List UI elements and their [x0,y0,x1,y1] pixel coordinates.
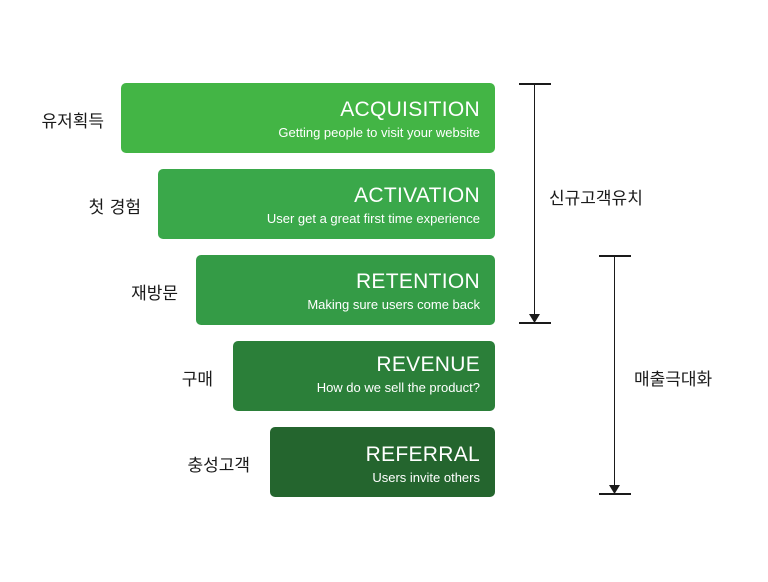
stage-subtitle: User get a great first time experience [266,211,480,226]
bracket-label-acquisition-retention: 신규고객유치 [549,189,643,209]
stage-title: REVENUE [376,353,480,376]
stage-title: REFERRAL [365,443,480,466]
arrow-down-icon [529,314,540,323]
stage-label-revenue: 구매 [181,370,213,390]
stage-subtitle: How do we sell the product? [316,380,480,395]
stage-bar-revenue: REVENUE How do we sell the product? [233,341,495,411]
stage-bar-activation: ACTIVATION User get a great first time e… [158,169,495,239]
stage-title: ACTIVATION [354,184,480,207]
stage-bar-retention: RETENTION Making sure users come back [196,255,495,325]
bracket-bottom-cap [519,322,551,324]
stage-label-retention: 재방문 [131,284,178,304]
stage-title: ACQUISITION [340,98,480,121]
bracket-top-cap [519,83,551,85]
bracket-label-revenue-referral: 매출극대화 [634,370,713,390]
bracket-vertical-line [614,257,615,486]
stage-title: RETENTION [355,270,480,293]
stage-bar-referral: REFERRAL Users invite others [270,427,495,497]
stage-bar-acquisition: ACQUISITION Getting people to visit your… [121,83,495,153]
bracket-top-cap [599,255,631,257]
stage-subtitle: Getting people to visit your website [278,125,480,140]
stage-label-acquisition: 유저획득 [41,112,104,132]
stage-subtitle: Making sure users come back [307,297,480,312]
stage-label-activation: 첫 경험 [88,198,141,218]
stage-label-referral: 충성고객 [187,456,250,476]
bracket-vertical-line [534,85,535,315]
stage-subtitle: Users invite others [372,470,480,485]
bracket-bottom-cap [599,493,631,495]
arrow-down-icon [609,485,620,494]
